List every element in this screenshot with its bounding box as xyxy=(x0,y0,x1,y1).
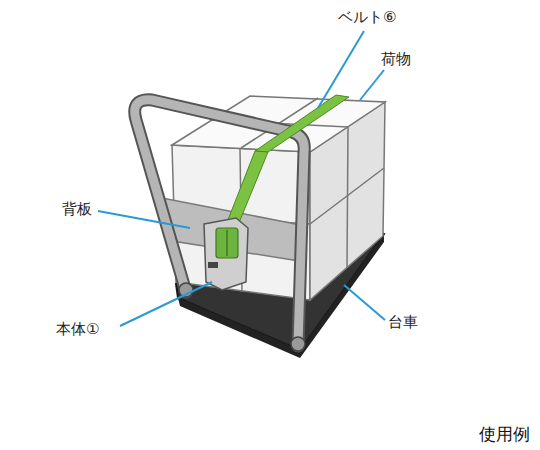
part-label: 台車 xyxy=(388,313,418,331)
belt xyxy=(224,151,268,230)
platform-edge xyxy=(178,298,300,358)
belt xyxy=(255,95,349,152)
caption: 使用例 xyxy=(479,424,530,444)
wheel xyxy=(291,337,305,351)
part-label: 本体① xyxy=(56,320,99,338)
part-label: ベルト⑥ xyxy=(338,8,396,26)
ratchet-body xyxy=(204,218,248,290)
leader-lines xyxy=(98,31,385,326)
part-label: 荷物 xyxy=(381,50,411,68)
part-label: 背板 xyxy=(62,200,92,218)
